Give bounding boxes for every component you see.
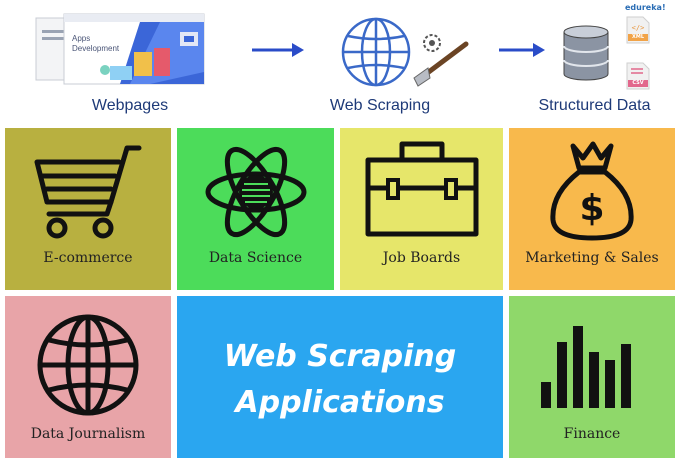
globe-icon xyxy=(37,314,139,416)
brand-logo: edureka! xyxy=(625,3,666,12)
job-boards-label: Job Boards xyxy=(382,250,461,266)
web-scraping-illustration xyxy=(338,16,478,90)
xml-label: XML xyxy=(631,34,645,40)
csv-label: CSV xyxy=(632,80,644,86)
webpages-illustration: Apps Development xyxy=(30,12,230,92)
data-journalism-label: Data Journalism xyxy=(30,426,146,442)
center-title-tile: Web Scraping Applications xyxy=(177,296,503,458)
marketing-sales-tile: $ Marketing & Sales xyxy=(509,128,675,290)
atom-icon xyxy=(205,146,307,238)
arrow-right-icon xyxy=(252,43,304,57)
center-title-line1: Web Scraping xyxy=(223,339,457,374)
data-journalism-tile: Data Journalism xyxy=(5,296,171,458)
finance-tile: Finance xyxy=(509,296,675,458)
webpages-label: Webpages xyxy=(91,97,169,114)
database-icon xyxy=(560,24,612,82)
mockup-heading: Apps Development xyxy=(72,34,120,53)
data-science-label: Data Science xyxy=(208,250,303,266)
structured-data-label: Structured Data xyxy=(538,97,651,114)
web-scraping-label: Web Scraping xyxy=(329,97,431,114)
svg-text:$: $ xyxy=(579,188,604,229)
briefcase-icon xyxy=(365,141,479,237)
marketing-sales-label: Marketing & Sales xyxy=(525,250,659,266)
ecommerce-tile: E-commerce xyxy=(5,128,171,290)
finance-label: Finance xyxy=(563,426,621,442)
center-title-line2: Applications xyxy=(235,385,445,420)
data-science-tile: Data Science xyxy=(177,128,334,290)
csv-file-icon: CSV xyxy=(626,62,650,90)
svg-text:</>: </> xyxy=(632,24,645,32)
money-bag-icon: $ xyxy=(550,141,634,241)
xml-file-icon: </> XML xyxy=(626,16,650,44)
arrow-right-icon xyxy=(499,43,545,57)
job-boards-tile: Job Boards xyxy=(340,128,503,290)
shopping-cart-icon xyxy=(34,145,142,239)
bar-chart-icon xyxy=(541,326,631,408)
ecommerce-label: E-commerce xyxy=(43,250,133,266)
